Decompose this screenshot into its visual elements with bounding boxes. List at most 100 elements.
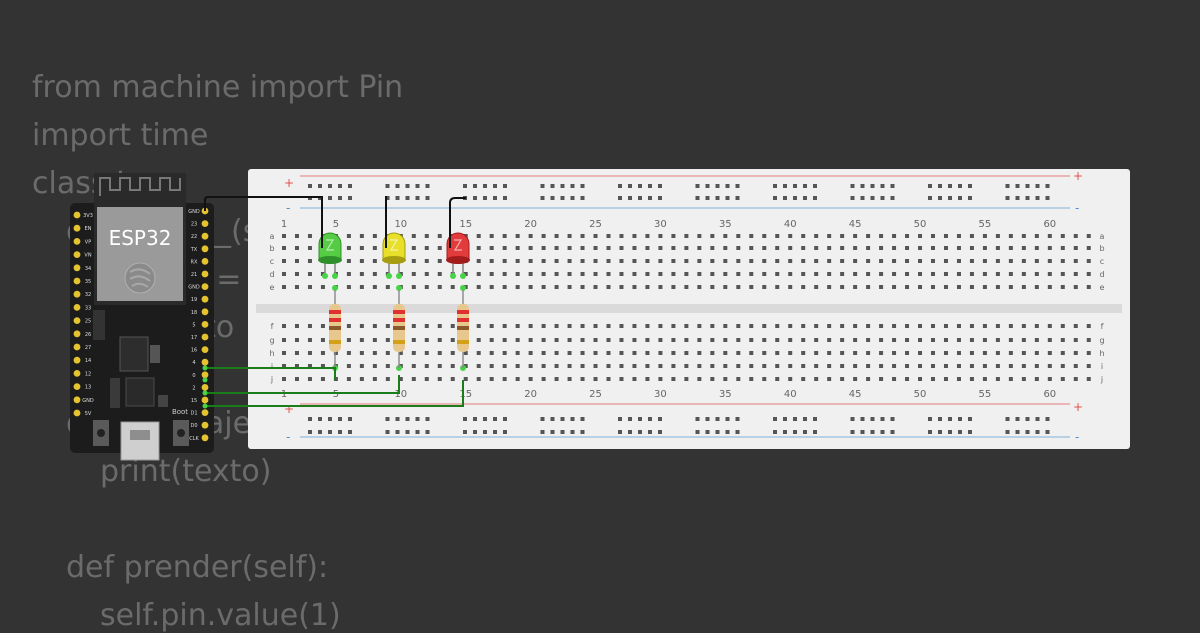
breadboard-hole[interactable]	[515, 285, 520, 289]
breadboard-hole[interactable]	[502, 324, 507, 328]
pin-header[interactable]	[201, 358, 209, 366]
breadboard-hole[interactable]	[1086, 259, 1091, 263]
breadboard-hole[interactable]	[1034, 272, 1039, 276]
breadboard-hole[interactable]	[1034, 234, 1039, 238]
breadboard-hole[interactable]	[1047, 234, 1052, 238]
pin-header[interactable]	[201, 283, 209, 290]
breadboard-hole[interactable]	[593, 272, 598, 276]
breadboard-hole[interactable]	[1060, 377, 1065, 381]
breadboard-hole[interactable]	[684, 272, 689, 276]
breadboard-hole[interactable]	[866, 351, 871, 355]
breadboard-hole[interactable]	[697, 259, 702, 263]
breadboard-hole[interactable]	[489, 338, 494, 342]
breadboard-hole[interactable]	[853, 259, 858, 263]
breadboard-hole[interactable]	[1047, 246, 1052, 250]
pin-header[interactable]	[73, 383, 81, 390]
breadboard-hole[interactable]	[424, 351, 429, 355]
rail-hole[interactable]	[415, 417, 420, 421]
rail-hole[interactable]	[860, 430, 865, 434]
breadboard-hole[interactable]	[956, 364, 961, 368]
breadboard-hole[interactable]	[282, 285, 286, 289]
rail-hole[interactable]	[705, 184, 710, 188]
breadboard-hole[interactable]	[619, 272, 624, 276]
breadboard-hole[interactable]	[282, 259, 286, 263]
breadboard-hole[interactable]	[515, 338, 520, 342]
rail-hole[interactable]	[735, 184, 740, 188]
rail-hole[interactable]	[580, 417, 585, 421]
pin-header[interactable]	[73, 264, 81, 272]
rail-hole[interactable]	[1035, 196, 1040, 200]
pin-header[interactable]	[73, 251, 81, 258]
breadboard-hole[interactable]	[424, 285, 429, 289]
breadboard-hole[interactable]	[632, 324, 637, 328]
breadboard-hole[interactable]	[1021, 364, 1026, 368]
breadboard-hole[interactable]	[658, 285, 663, 289]
rail-hole[interactable]	[473, 184, 477, 188]
breadboard-hole[interactable]	[982, 351, 987, 355]
breadboard-hole[interactable]	[801, 338, 806, 342]
breadboard-hole[interactable]	[333, 351, 338, 355]
breadboard-hole[interactable]	[995, 285, 1000, 289]
led-green[interactable]	[318, 232, 342, 261]
pin-header[interactable]	[201, 371, 209, 379]
breadboard-hole[interactable]	[710, 377, 715, 381]
breadboard-hole[interactable]	[606, 364, 611, 368]
breadboard-hole[interactable]	[866, 272, 871, 276]
rail-hole[interactable]	[860, 417, 865, 421]
pin-header[interactable]	[73, 224, 81, 232]
pin-header[interactable]	[201, 258, 209, 265]
breadboard-hole[interactable]	[658, 324, 663, 328]
breadboard-hole[interactable]	[995, 272, 1000, 276]
breadboard-hole[interactable]	[905, 364, 910, 368]
breadboard-hole[interactable]	[982, 285, 987, 289]
breadboard-hole[interactable]	[541, 234, 546, 238]
breadboard-hole[interactable]	[879, 246, 884, 250]
breadboard-hole[interactable]	[476, 246, 481, 250]
breadboard-hole[interactable]	[931, 259, 935, 263]
breadboard-hole[interactable]	[956, 377, 961, 381]
rail-hole[interactable]	[1015, 430, 1020, 434]
breadboard-hole[interactable]	[359, 351, 364, 355]
rail-hole[interactable]	[493, 196, 497, 200]
breadboard-hole[interactable]	[437, 234, 442, 238]
breadboard-hole[interactable]	[437, 351, 442, 355]
breadboard-hole[interactable]	[580, 364, 585, 368]
usb-port[interactable]	[120, 421, 160, 461]
breadboard-hole[interactable]	[710, 351, 715, 355]
breadboard-hole[interactable]	[1060, 272, 1065, 276]
breadboard-hole[interactable]	[879, 259, 884, 263]
rail-hole[interactable]	[648, 196, 652, 200]
rail-hole[interactable]	[328, 184, 332, 188]
breadboard-hole[interactable]	[282, 377, 286, 381]
breadboard-hole[interactable]	[995, 259, 1000, 263]
breadboard-hole[interactable]	[840, 377, 845, 381]
breadboard-hole[interactable]	[684, 234, 689, 238]
breadboard-hole[interactable]	[346, 377, 351, 381]
rail-hole[interactable]	[890, 184, 895, 188]
breadboard-hole[interactable]	[294, 338, 299, 342]
breadboard-hole[interactable]	[645, 259, 650, 263]
breadboard-hole[interactable]	[1086, 324, 1091, 328]
breadboard-hole[interactable]	[866, 377, 871, 381]
rail-hole[interactable]	[1025, 430, 1030, 434]
breadboard-hole[interactable]	[969, 377, 974, 381]
breadboard-hole[interactable]	[866, 285, 871, 289]
breadboard-hole[interactable]	[541, 285, 546, 289]
rail-hole[interactable]	[938, 430, 942, 434]
breadboard-hole[interactable]	[424, 324, 429, 328]
breadboard-hole[interactable]	[879, 285, 884, 289]
breadboard-hole[interactable]	[931, 234, 935, 238]
breadboard-hole[interactable]	[775, 259, 780, 263]
breadboard-hole[interactable]	[931, 246, 935, 250]
breadboard-hole[interactable]	[645, 246, 650, 250]
breadboard-hole[interactable]	[671, 351, 676, 355]
pin-header[interactable]	[73, 330, 81, 338]
rail-hole[interactable]	[415, 184, 420, 188]
breadboard-hole[interactable]	[1073, 324, 1078, 328]
breadboard-hole[interactable]	[294, 234, 299, 238]
breadboard-hole[interactable]	[1073, 234, 1078, 238]
breadboard-hole[interactable]	[580, 338, 585, 342]
breadboard-hole[interactable]	[775, 351, 780, 355]
rail-hole[interactable]	[493, 417, 497, 421]
rail-hole[interactable]	[425, 417, 430, 421]
